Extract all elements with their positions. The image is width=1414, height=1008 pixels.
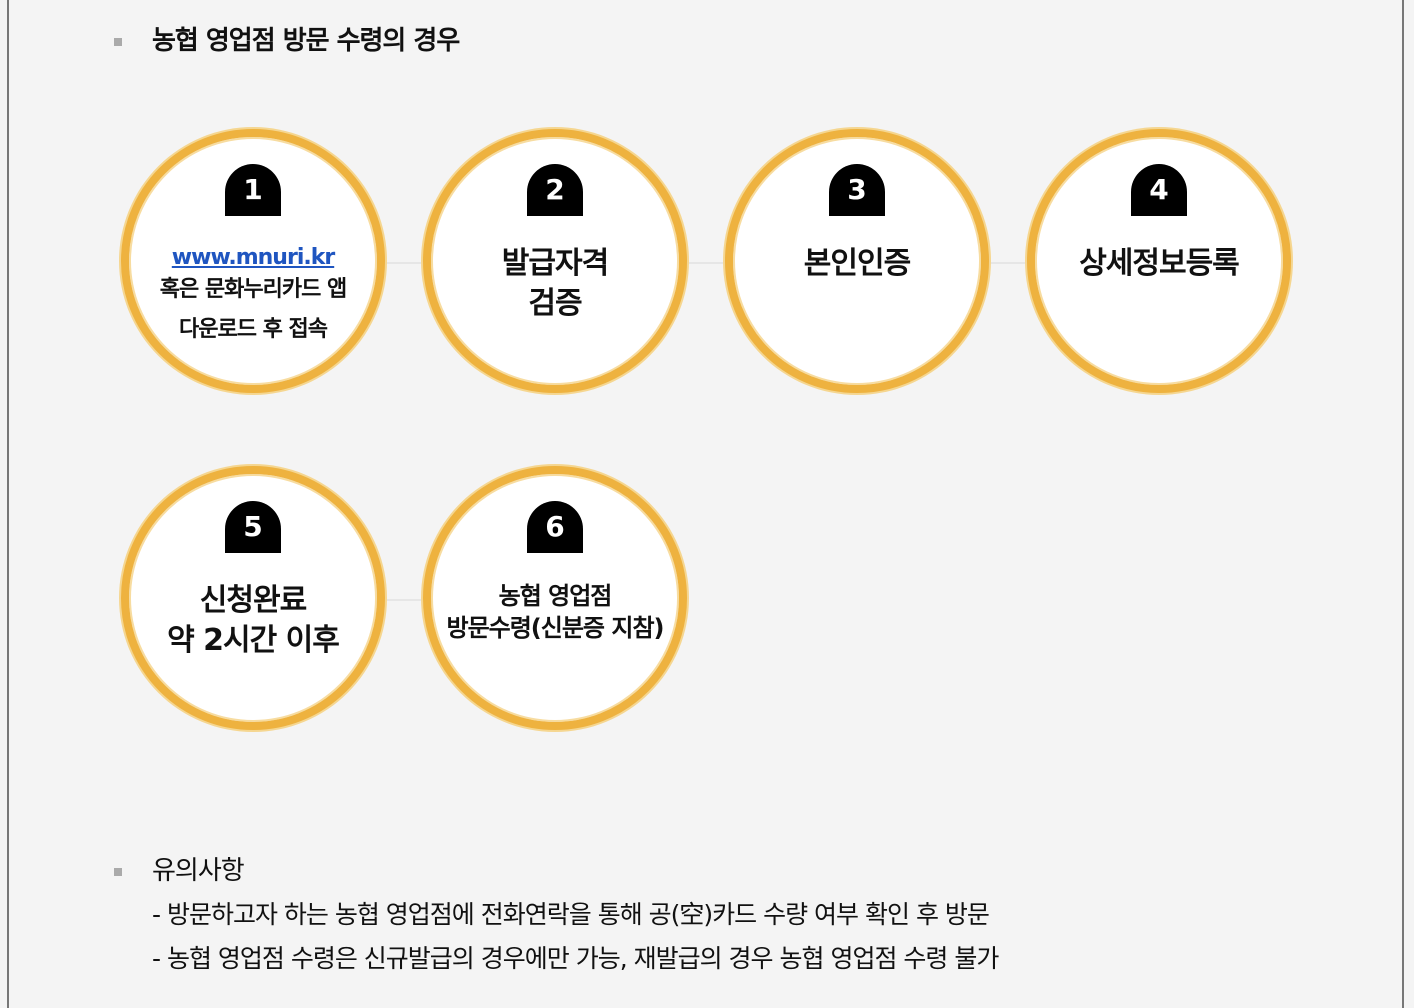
connector-line (383, 262, 427, 264)
connector-line (383, 599, 427, 601)
step-number-badge: 4 (1131, 164, 1187, 216)
step-number-badge: 1 (225, 164, 281, 216)
step-number-badge: 5 (225, 501, 281, 553)
bullet-icon (114, 868, 122, 876)
step-2-line1: 발급자격 (501, 246, 609, 281)
step-5-line2: 약 2시간 이후 (167, 623, 340, 658)
step-2-circle: 2 발급자격 검증 (423, 129, 687, 393)
website-link[interactable]: www.mnuri.kr (171, 245, 335, 270)
section-title: 농협 영업점 방문 수령의 경우 (152, 26, 460, 56)
step-6-circle: 6 농협 영업점 방문수령(신분증 지참) (423, 466, 687, 730)
step-number-badge: 2 (527, 164, 583, 216)
step-2-line2: 검증 (528, 286, 582, 321)
step-1-line3: 다운로드 후 접속 (179, 317, 328, 342)
step-number-badge: 3 (829, 164, 885, 216)
step-1-circle: 1 www.mnuri.kr 혹은 문화누리카드 앱 다운로드 후 접속 (121, 129, 385, 393)
connector-line (987, 262, 1031, 264)
note-item: - 방문하고자 하는 농협 영업점에 전화연락을 통해 공(空)카드 수량 여부… (152, 900, 990, 929)
step-3-circle: 3 본인인증 (725, 129, 989, 393)
step-4-line1: 상세정보등록 (1079, 246, 1240, 281)
bullet-icon (114, 38, 122, 46)
step-4-circle: 4 상세정보등록 (1027, 129, 1291, 393)
step-3-line1: 본인인증 (803, 246, 911, 281)
note-item: - 농협 영업점 수령은 신규발급의 경우에만 가능, 재발급의 경우 농협 영… (152, 944, 999, 973)
step-5-line1: 신청완료 (199, 583, 307, 618)
step-1-line2: 혹은 문화누리카드 앱 (159, 277, 347, 302)
step-5-circle: 5 신청완료 약 2시간 이후 (121, 466, 385, 730)
step-number-badge: 6 (527, 501, 583, 553)
step-6-line2: 방문수령(신분증 지참) (446, 614, 664, 642)
notes-title: 유의사항 (152, 856, 245, 886)
connector-line (685, 262, 729, 264)
step-6-line1: 농협 영업점 (498, 582, 613, 610)
